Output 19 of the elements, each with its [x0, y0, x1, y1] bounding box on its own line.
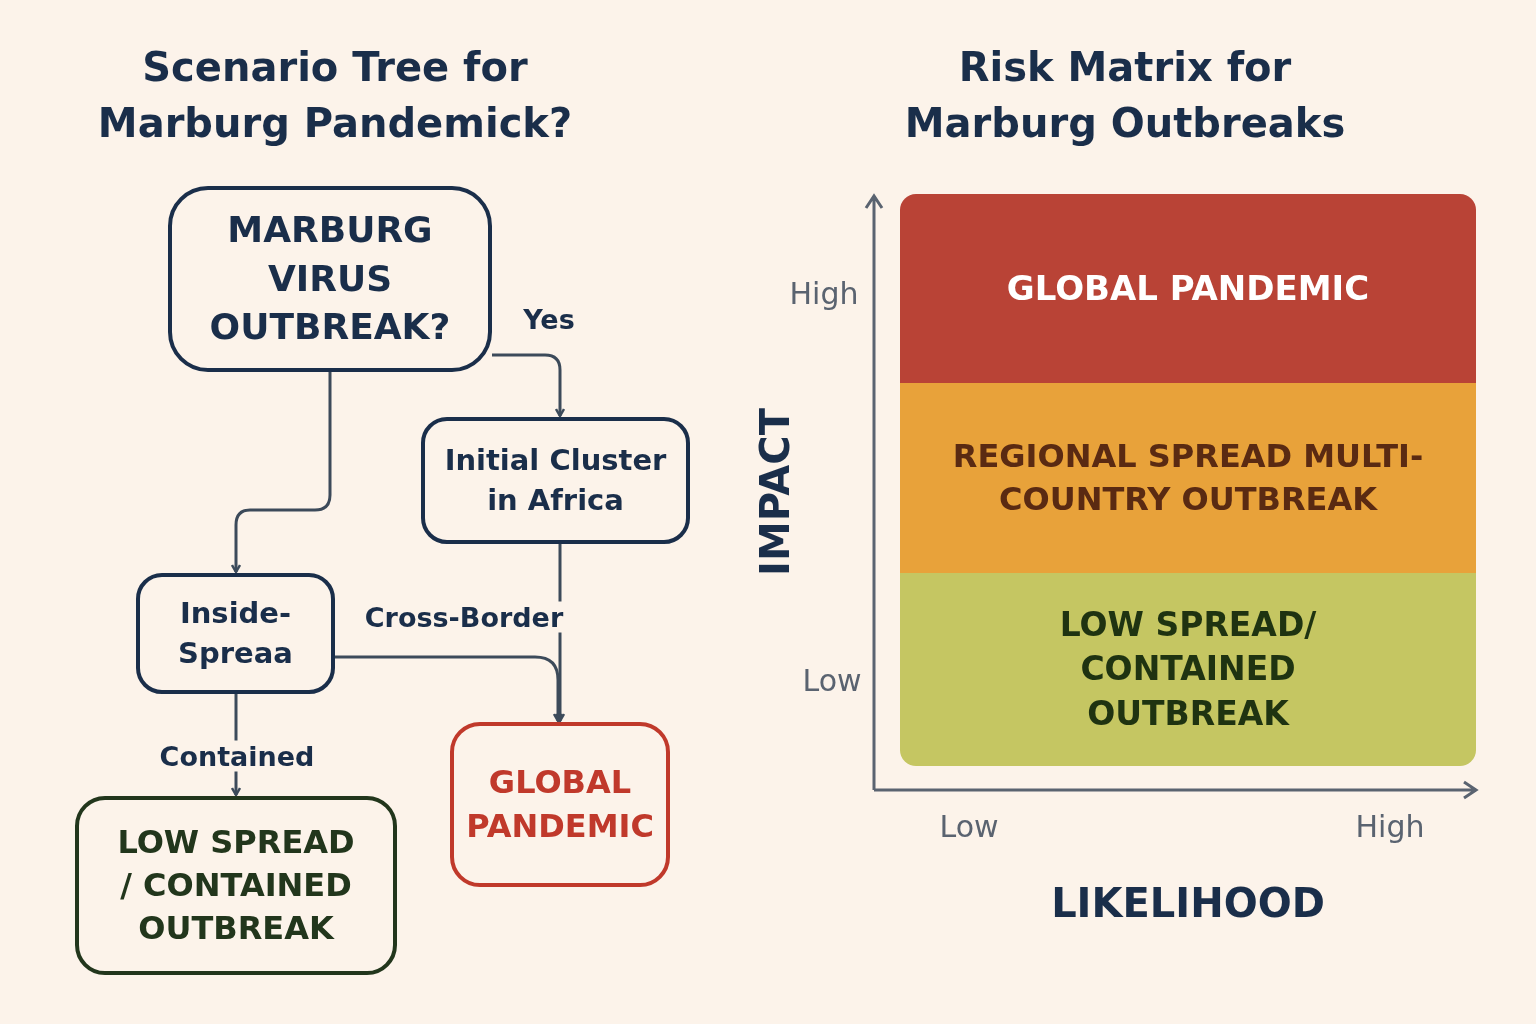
axis-tick-label: Low: [939, 808, 999, 844]
risk-band: GLOBAL PANDEMIC: [900, 194, 1476, 383]
panel-title: Scenario Tree for Marburg Pandemick?: [96, 43, 574, 148]
arrow: [230, 372, 332, 574]
process-box: Inside- Spreaa: [136, 573, 335, 694]
arrow: [335, 655, 564, 723]
axis-title: IMPACT: [752, 408, 798, 576]
axis-tick-label: High: [1355, 808, 1425, 844]
risk-band: LOW SPREAD/ CONTAINED OUTBREAK: [900, 573, 1476, 766]
axis-tick-label: High: [789, 275, 859, 311]
risk-band: REGIONAL SPREAD MULTI-COUNTRY OUTBREAK: [900, 383, 1476, 573]
panel-title: Risk Matrix for Marburg Outbreaks: [903, 43, 1347, 148]
axis-tick-label: Low: [802, 662, 862, 698]
start-box: MARBURG VIRUS OUTBREAK?: [168, 186, 492, 372]
outcome-box: LOW SPREAD / CONTAINED OUTBREAK: [75, 796, 397, 975]
outcome-box: GLOBAL PANDEMIC: [450, 722, 670, 887]
arrow: [492, 353, 566, 418]
axis-title: LIKELIHOOD: [1051, 880, 1325, 926]
process-box: Initial Cluster in Africa: [421, 417, 690, 544]
